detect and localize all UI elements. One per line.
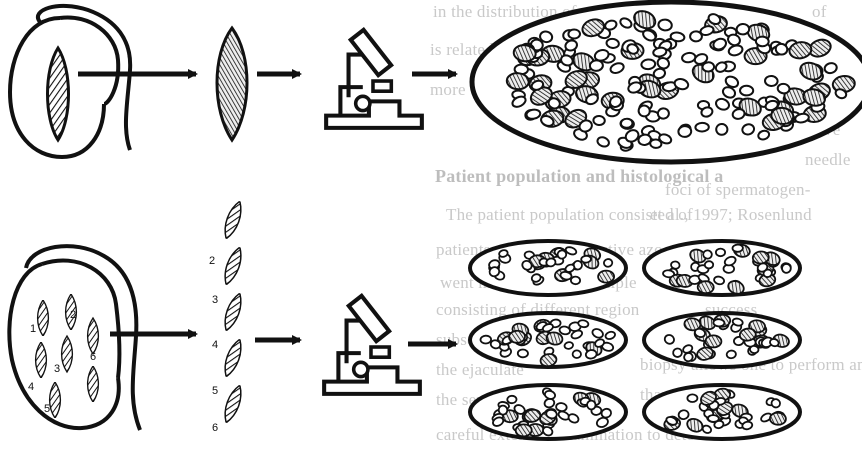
cell [672, 348, 682, 358]
tubule-cross-section-icon [470, 241, 626, 295]
testis-icon: 1 2 3 4 5 6 [9, 246, 140, 430]
tissue-sample-icon [217, 28, 247, 140]
cell [571, 276, 580, 284]
nucleus-cell [705, 335, 721, 347]
biopsy-label-1: 1 [30, 323, 36, 335]
nucleus-cell [598, 270, 614, 282]
cell [589, 60, 603, 71]
tubule-cross-section-icon [472, 2, 862, 162]
biopsy-label-4: 4 [28, 381, 34, 393]
cell [670, 261, 680, 269]
cell [678, 126, 692, 138]
cell [581, 255, 591, 262]
cell [716, 124, 728, 135]
tubule-cross-section-icon [644, 241, 800, 296]
cell [695, 123, 709, 132]
biopsy-label-6: 6 [90, 351, 96, 363]
cell [606, 38, 620, 49]
cell [518, 349, 528, 357]
cell [678, 409, 689, 420]
cell [657, 108, 669, 119]
cell [586, 400, 596, 410]
nucleus-cell [697, 281, 713, 294]
sample-column: 2 3 4 5 6 [209, 199, 245, 434]
cell [603, 258, 613, 267]
tubule-cross-section-icon [644, 313, 800, 367]
cell [621, 118, 633, 128]
cell [749, 345, 758, 353]
tubule-cross-section-icon [644, 385, 800, 439]
cell [557, 250, 567, 259]
cell [641, 59, 656, 70]
tubule-cross-section-grid [470, 241, 800, 439]
nucleus-cell [509, 330, 526, 343]
cell [703, 250, 712, 259]
cell [690, 31, 702, 41]
cell [507, 396, 516, 404]
cell [713, 319, 724, 327]
cell [658, 19, 673, 31]
nucleus-cell [770, 412, 787, 425]
cell [708, 415, 719, 422]
cell [736, 23, 749, 34]
sample-label-6: 6 [212, 422, 218, 434]
cell [687, 394, 697, 402]
biopsy-label-5: 5 [44, 403, 50, 415]
sample-label-3: 3 [212, 294, 218, 306]
cell [480, 335, 491, 343]
cell [572, 350, 581, 358]
microscope-icon [326, 30, 422, 128]
nucleus-cell [506, 72, 529, 89]
cell [732, 244, 743, 252]
tubule-cross-section-icon [470, 385, 626, 439]
testis-icon [10, 6, 130, 157]
tubule-cross-section-icon [470, 313, 626, 368]
cell [568, 29, 580, 38]
cell [705, 261, 714, 269]
cell [556, 402, 567, 411]
cell [756, 36, 769, 46]
cell [564, 341, 574, 349]
biopsy-label-2: 2 [70, 309, 76, 321]
cell [593, 116, 605, 126]
sample-label-4: 4 [212, 339, 218, 351]
cell [765, 76, 778, 87]
nucleus-cell [515, 424, 532, 437]
cell [777, 83, 790, 94]
sample-label-2: 2 [209, 255, 215, 267]
microscope-icon [324, 296, 420, 394]
cell [726, 350, 736, 359]
sample-label-5: 5 [212, 385, 218, 397]
cell [740, 86, 753, 96]
biopsy-label-3: 3 [54, 363, 60, 375]
nucleus-cell [752, 251, 769, 265]
cell [716, 249, 725, 257]
